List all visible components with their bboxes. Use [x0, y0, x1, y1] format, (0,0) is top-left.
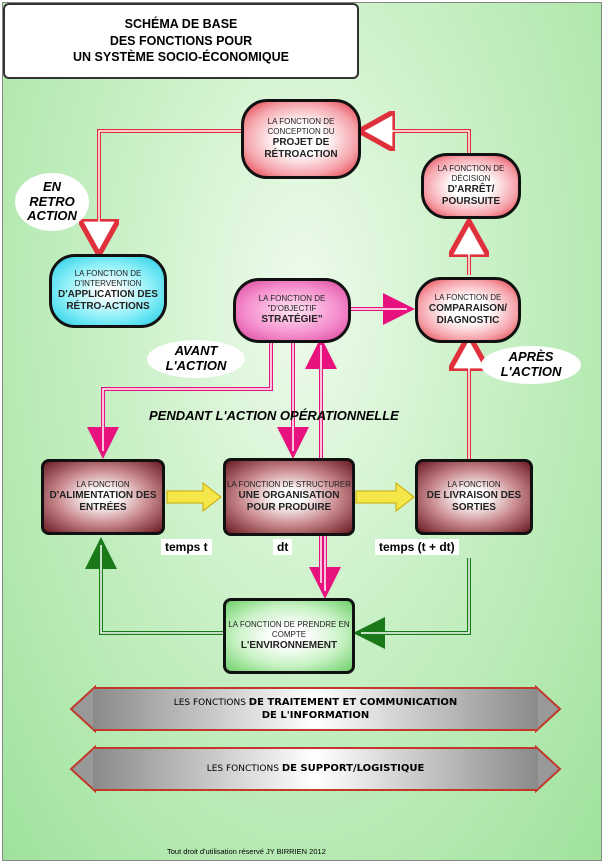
box-text: LA FONCTION [76, 479, 130, 489]
label-temps-t: temps t [161, 539, 212, 555]
label-line: L'ACTION [500, 364, 562, 379]
box-text: LA FONCTION DE STRUCTURER [226, 479, 351, 489]
box-title: D'ARRÊT/ POURSUITE [441, 183, 501, 208]
box-text: LA FONCTION DE D'INTERVENTION [74, 268, 142, 288]
page-title: SCHÉMA DE BASE DES FONCTIONS POUR UN SYS… [3, 3, 359, 79]
label-line: AVANT [174, 343, 218, 359]
connectors [69, 3, 562, 794]
box-title: D'ALIMENTATION DES ENTRÉES [49, 489, 157, 514]
label-line: L'ACTION [165, 358, 227, 373]
band-information: LES FONCTIONS DE TRAITEMENT ET COMMUNICA… [93, 687, 538, 731]
yellow-flow-arrows [166, 481, 415, 513]
band-text: LES FONCTIONS [173, 697, 246, 708]
band-support: LES FONCTIONS DE SUPPORT/LOGISTIQUE [93, 747, 538, 791]
box-text: LA FONCTION DE "D'OBJECTIF [258, 294, 326, 314]
box-text: LA FONCTION DE PRENDRE EN COMPTE [228, 619, 350, 639]
band-title: DE SUPPORT/LOGISTIQUE [281, 763, 425, 775]
box-text: LA FONCTION DE DÉCISION [437, 163, 505, 183]
title-line: SCHÉMA DE BASE [124, 16, 238, 31]
label-pendant-action: PENDANT L'ACTION OPÉRATIONNELLE [149, 408, 399, 423]
box-title: STRATÉGIE" [261, 314, 323, 326]
label-line: APRÈS [508, 349, 554, 365]
copyright: Tout droit d'utilisation réservé JY BIRR… [167, 847, 326, 856]
title-line: UN SYSTÈME SOCIO-ÉCONOMIQUE [73, 50, 289, 65]
box-title: D'APPLICATION DES RÉTRO-ACTIONS [58, 288, 158, 313]
box-text: LA FONCTION [447, 479, 501, 489]
box-title: DE LIVRAISON DES SORTIES [426, 489, 522, 514]
band-arrowheads [69, 684, 562, 794]
box-title: COMPARAISON/ DIAGNOSTIC [428, 302, 508, 327]
label-line: ACTION [27, 208, 77, 224]
band-text: LES FONCTIONS [206, 764, 279, 775]
band-title: DE L'INFORMATION [261, 710, 370, 722]
label-line: RETRO [29, 193, 75, 209]
box-text: LA FONCTION DE CONCEPTION DU [267, 116, 335, 136]
label-dt: dt [273, 539, 293, 555]
title-line: DES FONCTIONS POUR [109, 33, 253, 48]
box-title: PROJET DE RÉTROACTION [264, 136, 338, 161]
label-line: EN [42, 178, 62, 194]
box-text: LA FONCTION DE [434, 292, 502, 302]
box-title: UNE ORGANISATION POUR PRODUIRE [238, 489, 340, 514]
label-temps-t-dt: temps (t + dt) [375, 539, 459, 555]
box-title: L'ENVIRONNEMENT [240, 639, 338, 651]
band-title: DE TRAITEMENT ET COMMUNICATION [248, 696, 458, 708]
